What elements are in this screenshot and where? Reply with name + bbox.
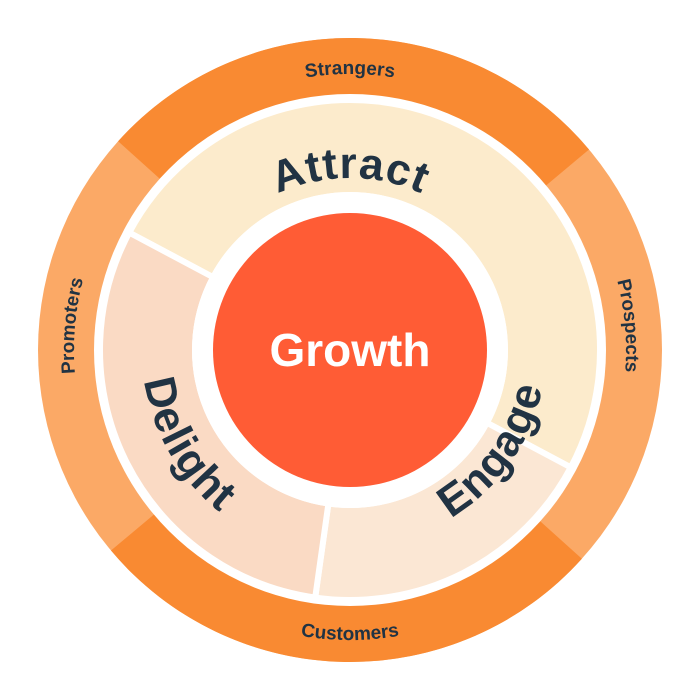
growth-label: Growth (270, 324, 431, 376)
outer-ring-bottom-arc (110, 511, 582, 662)
outer-ring-top-arc (118, 37, 590, 189)
strangers-label: Strangers (304, 58, 397, 82)
growth-circle (213, 213, 487, 487)
customers-label: Customers (300, 620, 400, 645)
